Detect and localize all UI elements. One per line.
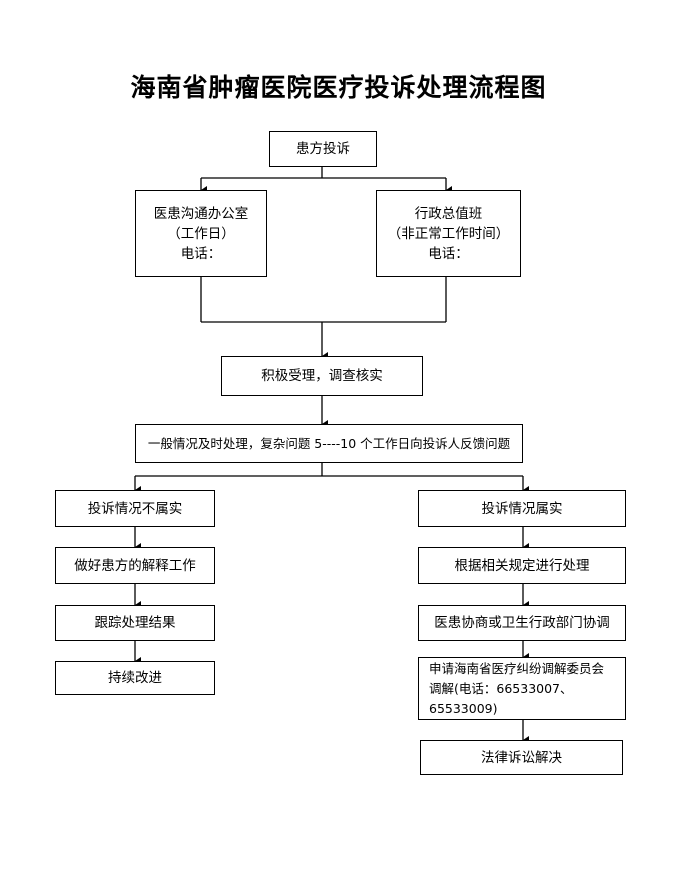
handle-box: 根据相关规定进行处理 <box>418 547 626 584</box>
accept-label: 积极受理，调查核实 <box>261 368 383 384</box>
negotiate-box: 医患协商或卫生行政部门协调 <box>418 605 626 641</box>
explain-box: 做好患方的解释工作 <box>55 547 215 584</box>
handle-label: 根据相关规定进行处理 <box>454 557 590 574</box>
complaint-label: 患方投诉 <box>296 141 350 157</box>
accept-box: 积极受理，调查核实 <box>221 356 423 396</box>
admin-duty-phone: 电话： <box>428 245 469 262</box>
admin-duty-box: 行政总值班 （非正常工作时间） 电话： <box>376 190 521 277</box>
lawsuit-label: 法律诉讼解决 <box>481 749 562 766</box>
improve-label: 持续改进 <box>108 670 162 686</box>
improve-box: 持续改进 <box>55 661 215 695</box>
true-case-label: 投诉情况属实 <box>481 500 563 517</box>
mediation-line1: 申请海南省医疗纠纷调解委员会 <box>429 660 605 676</box>
comm-office-hours: （工作日） <box>167 225 235 242</box>
negotiate-label: 医患协商或卫生行政部门协调 <box>434 615 610 631</box>
mediation-line2: 调解(电话：66533007、65533009) <box>429 680 573 716</box>
track-label: 跟踪处理结果 <box>94 615 176 631</box>
feedback-box: 一般情况及时处理，复杂问题 5----10 个工作日向投诉人反馈问题 <box>135 424 523 463</box>
admin-duty-hours: （非正常工作时间） <box>387 225 510 242</box>
true-case-box: 投诉情况属实 <box>418 490 626 527</box>
not-true-box: 投诉情况不属实 <box>55 490 215 527</box>
complaint-box: 患方投诉 <box>269 131 377 167</box>
comm-office-name: 医患沟通办公室 <box>153 205 249 222</box>
feedback-label: 一般情况及时处理，复杂问题 5----10 个工作日向投诉人反馈问题 <box>147 435 511 451</box>
comm-office-box: 医患沟通办公室 （工作日） 电话： <box>135 190 267 277</box>
not-true-label: 投诉情况不属实 <box>87 500 183 517</box>
admin-duty-name: 行政总值班 <box>414 205 483 222</box>
comm-office-phone: 电话： <box>180 245 222 262</box>
page-title: 海南省肿瘤医院医疗投诉处理流程图 <box>130 73 547 102</box>
lawsuit-box: 法律诉讼解决 <box>420 740 623 775</box>
explain-label: 做好患方的解释工作 <box>74 557 196 574</box>
track-box: 跟踪处理结果 <box>55 605 215 641</box>
mediation-box: 申请海南省医疗纠纷调解委员会 调解(电话：66533007、65533009) <box>418 657 626 720</box>
